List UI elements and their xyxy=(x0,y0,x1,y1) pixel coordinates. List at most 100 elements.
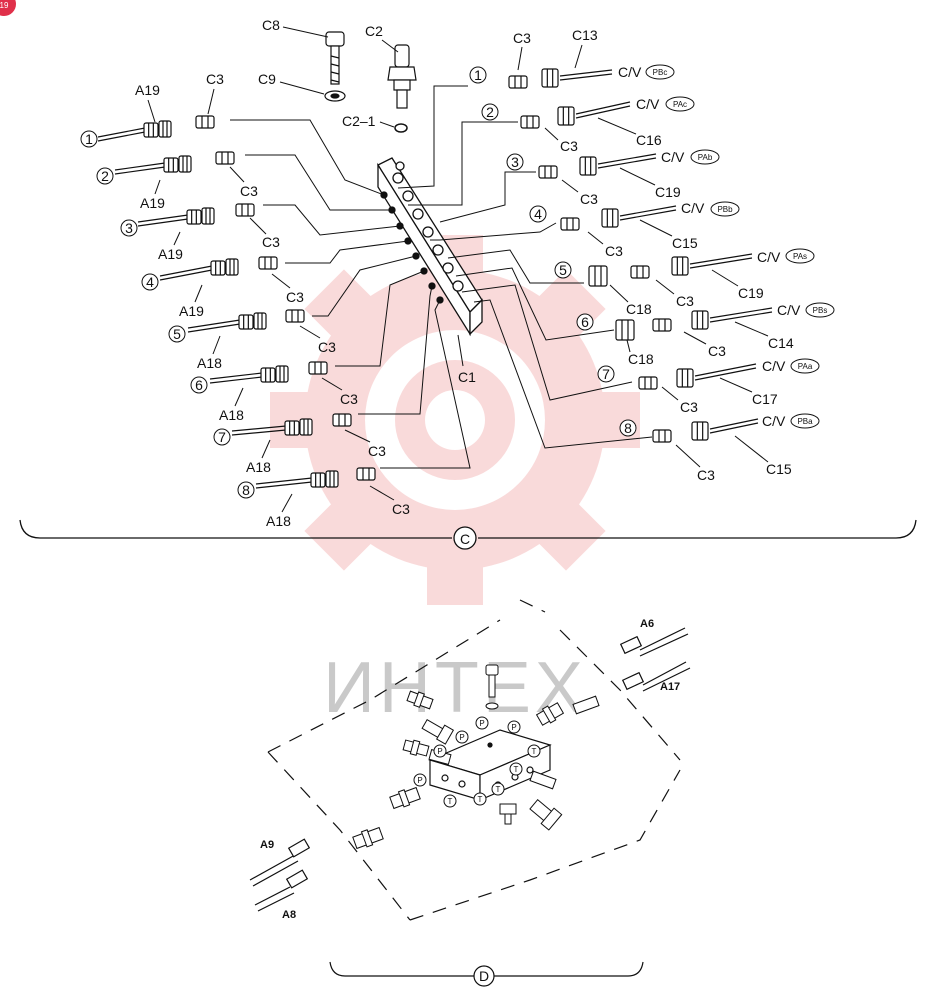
left-port-3-hose: A19 xyxy=(158,246,183,262)
right-port-5-cv: C/V xyxy=(757,249,781,265)
left-hose-nut-7-icon xyxy=(299,418,313,436)
right-port-3-port: PAb xyxy=(698,153,713,162)
right-port-2-hose: C16 xyxy=(636,132,662,148)
label-a9: A9 xyxy=(260,839,274,851)
section-c-brace xyxy=(19,519,917,550)
left-hose-nut-5-icon xyxy=(253,312,267,330)
right-adapter-c18-5-icon xyxy=(588,265,608,287)
left-hose-end-1-icon xyxy=(143,122,159,138)
left-hose-1 xyxy=(97,127,146,142)
left-hose-8 xyxy=(255,477,313,489)
port-p-5: P xyxy=(417,776,422,785)
right-port-8-port: PBa xyxy=(797,417,813,426)
right-port-3-hose: C19 xyxy=(655,184,681,200)
right-hose-nut-8-icon xyxy=(691,421,709,441)
left-port-7-fitting: C3 xyxy=(368,443,386,459)
right-port-7-port: PAa xyxy=(798,362,813,371)
left-hose-end-5-icon xyxy=(238,314,254,330)
svg-text:19: 19 xyxy=(0,1,9,10)
right-port-6-cv: C/V xyxy=(777,302,801,318)
left-port-7-num: 7 xyxy=(218,429,226,445)
section-d-brace xyxy=(329,961,644,987)
right-hose-6 xyxy=(709,307,773,323)
left-fitting-c3-8-icon xyxy=(356,467,376,481)
right-port-3-cv: C/V xyxy=(661,149,685,165)
right-hose-nut-6-icon xyxy=(691,310,709,330)
right-port-6-fitting: C3 xyxy=(708,343,726,359)
left-port-1-num: 1 xyxy=(85,131,93,147)
left-hose-end-2-icon xyxy=(163,157,179,173)
right-hose-3 xyxy=(597,153,657,169)
label-c1: C1 xyxy=(458,369,476,385)
right-port-5-port: PAs xyxy=(793,252,807,261)
left-port-5-fitting: C3 xyxy=(318,339,336,355)
left-port-5-hose: A18 xyxy=(197,355,222,371)
right-port-5-fitting: C3 xyxy=(676,293,694,309)
left-hose-nut-2-icon xyxy=(178,155,192,173)
right-port-4-num: 4 xyxy=(534,206,542,222)
left-hose-nut-8-icon xyxy=(325,470,339,488)
left-port-2-hose: A19 xyxy=(140,195,165,211)
left-port-4-num: 4 xyxy=(146,274,154,290)
leader-lines-left xyxy=(230,119,471,469)
right-fitting-c3-8-icon xyxy=(652,429,672,443)
port-p-1: P xyxy=(479,719,484,728)
left-port-1-hose: A19 xyxy=(135,82,160,98)
left-hose-end-3-icon xyxy=(186,209,202,225)
right-port-6-num: 6 xyxy=(581,314,589,330)
left-hose-end-7-icon xyxy=(284,420,300,436)
right-fitting-c3-6-icon xyxy=(652,318,672,332)
port-p-3: P xyxy=(459,733,464,742)
right-port-2-fitting: C3 xyxy=(560,138,578,154)
right-port-1-hose: C13 xyxy=(572,27,598,43)
left-hose-2 xyxy=(114,162,166,175)
right-port-4-cv: C/V xyxy=(681,200,705,216)
oring-c2-1-icon xyxy=(394,123,408,133)
right-port-labels: 1 C3 C13 C/V PBc 2 C3 C16 C/V PAc 3 C3 C… xyxy=(469,27,835,483)
label-a17: A17 xyxy=(660,681,680,693)
right-fitting-c3-5-icon xyxy=(630,265,650,279)
right-port-6-adapter: C18 xyxy=(628,351,654,367)
right-hose-nut-4-icon xyxy=(601,208,619,228)
right-port-2-num: 2 xyxy=(486,104,494,120)
left-hose-end-4-icon xyxy=(210,260,226,276)
port-p-4: P xyxy=(437,747,442,756)
right-port-3-fitting: C3 xyxy=(580,191,598,207)
left-port-1-fitting: C3 xyxy=(206,71,224,87)
right-port-7-hose: C17 xyxy=(752,391,778,407)
left-fitting-c3-3-icon xyxy=(235,203,255,217)
left-port-3-fitting: C3 xyxy=(262,234,280,250)
left-port-2-fitting: C3 xyxy=(240,183,258,199)
right-port-5-num: 5 xyxy=(559,262,567,278)
label-c2: C2 xyxy=(365,23,383,39)
section-c-marker: C xyxy=(460,531,470,547)
label-c9: C9 xyxy=(258,71,276,87)
left-port-6-fitting: C3 xyxy=(340,391,358,407)
left-port-6-hose: A18 xyxy=(219,407,244,423)
right-hose-4 xyxy=(619,205,677,221)
right-hose-8 xyxy=(709,418,759,434)
left-fitting-c3-7-icon xyxy=(332,413,352,427)
right-fitting-c3-4-icon xyxy=(560,217,580,231)
left-fitting-c3-6-icon xyxy=(308,361,328,375)
right-hose-nut-1-icon xyxy=(541,68,559,88)
left-hose-6 xyxy=(209,372,263,384)
manifold-block-d xyxy=(428,729,552,801)
watermark-gear-icon xyxy=(270,235,640,605)
port-p-2: P xyxy=(511,723,516,732)
right-port-6-port: PBs xyxy=(813,306,828,315)
right-port-8-num: 8 xyxy=(624,420,632,436)
left-hose-5 xyxy=(187,319,241,333)
left-hose-nut-4-icon xyxy=(225,258,239,276)
right-port-5-hose: C19 xyxy=(738,285,764,301)
right-adapter-c18-6-icon xyxy=(615,319,635,341)
left-port-8-hose: A18 xyxy=(266,513,291,529)
right-port-1-fitting: C3 xyxy=(513,30,531,46)
left-port-3-num: 3 xyxy=(125,220,133,236)
left-port-labels: 1 A19 C3 2 A19 C3 3 A19 C3 4 A19 C3 5 A1… xyxy=(80,71,410,529)
right-fitting-c3-7-icon xyxy=(638,376,658,390)
label-c8: C8 xyxy=(262,17,280,33)
port-t-5: T xyxy=(496,785,501,794)
section-d-dashed-frame xyxy=(267,599,681,921)
